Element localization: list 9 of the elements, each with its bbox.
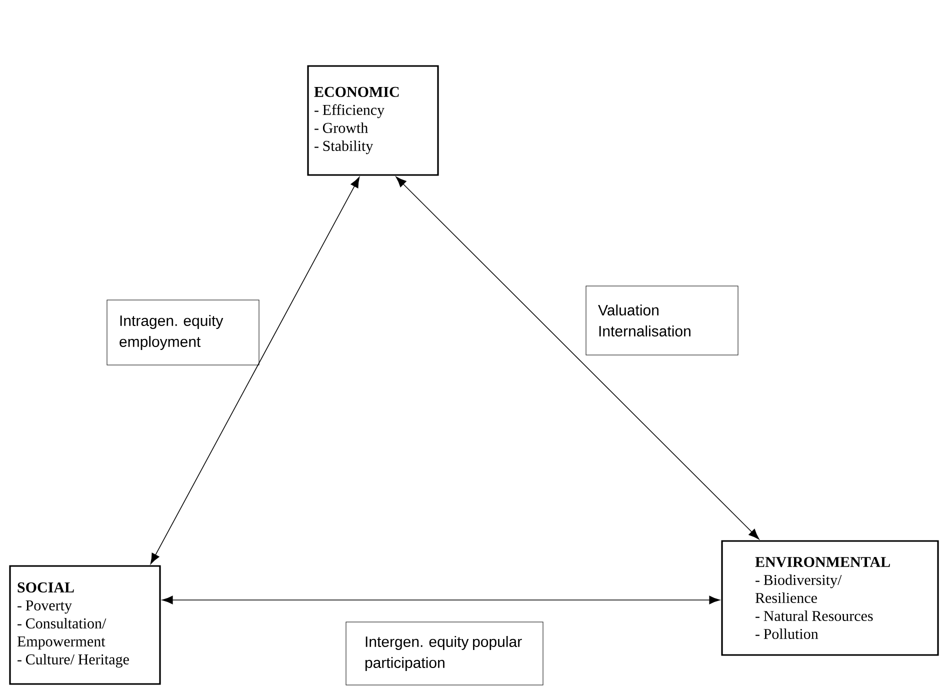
category-box: ENVIRONMENTAL - Biodiversity/ Resilience - Natural Resources - Pollution — [721, 540, 939, 656]
note-box: Intergen. equity popular participation — [346, 622, 544, 686]
arrow — [150, 176, 360, 564]
note-box: Valuation Internalisation — [586, 286, 738, 356]
arrow — [396, 176, 760, 540]
category-box: ECONOMIC - Efficiency - Growth - Stability — [307, 65, 439, 176]
category-box: SOCIAL - Poverty - Consultation/ Empowerment - Culture/ Heritage — [9, 565, 161, 685]
note-box: Intragen. equity employment — [106, 300, 260, 366]
arrow — [162, 596, 720, 604]
